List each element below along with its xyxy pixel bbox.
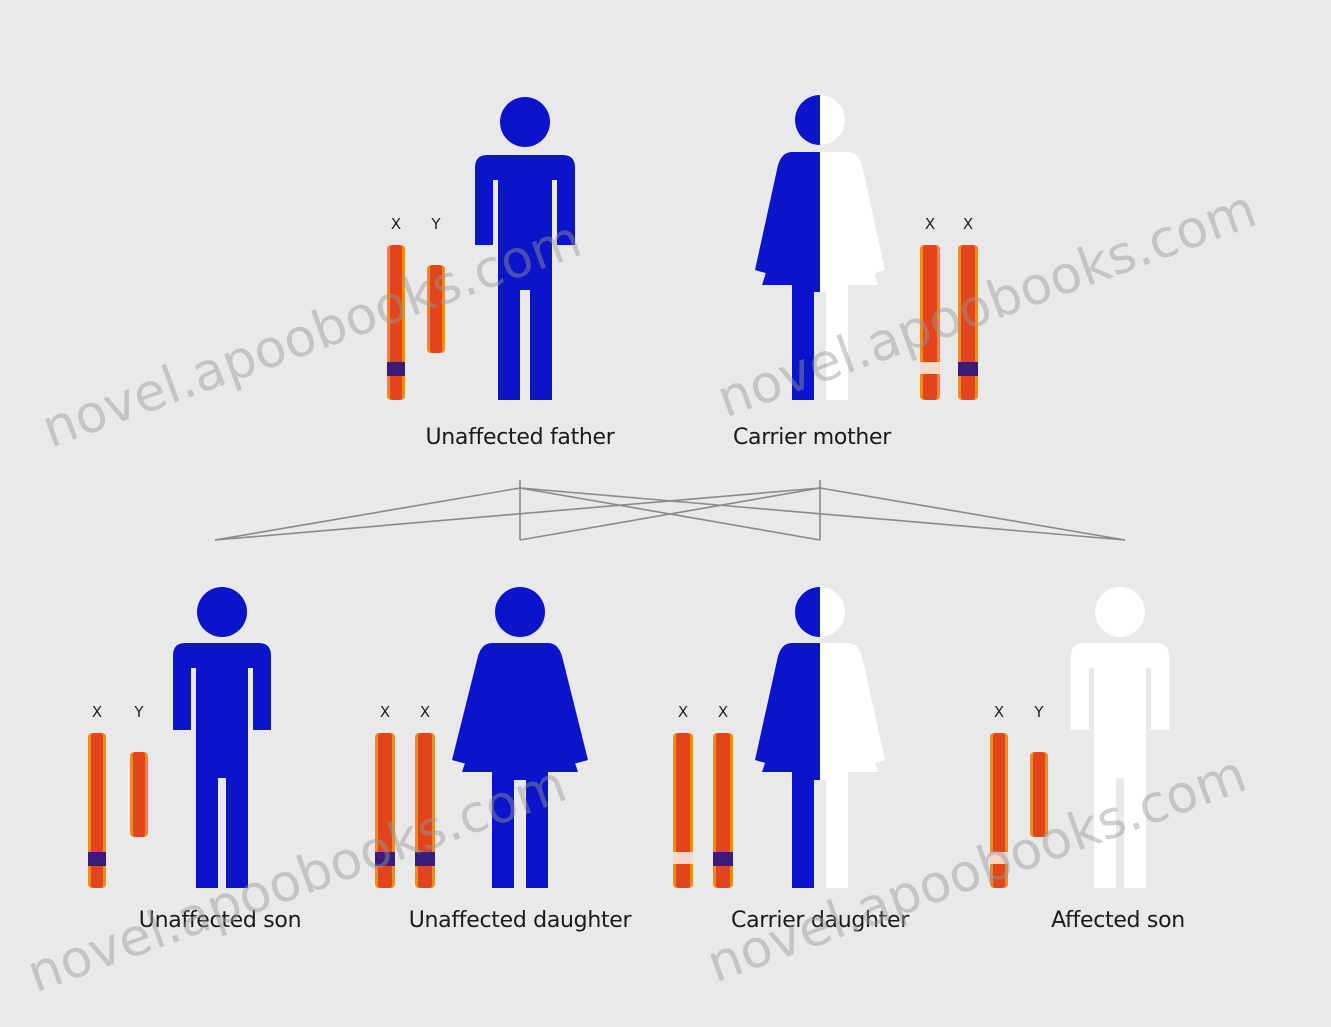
chromosome-letter-y: Y	[1034, 703, 1043, 721]
chromosome-marker	[375, 852, 395, 866]
chromosome-marker	[387, 362, 405, 376]
inheritance-lines	[215, 480, 1125, 540]
daughter2-figure	[755, 587, 885, 888]
son1-figure	[173, 587, 271, 888]
father-chromosomes	[387, 245, 445, 400]
chromosome-letter-x: X	[963, 215, 973, 233]
chromosome-letter-x: X	[925, 215, 935, 233]
son1-chromosomes	[88, 733, 148, 888]
son2-chromosomes	[990, 733, 1048, 888]
label-carrier-daughter: Carrier daughter	[731, 908, 909, 933]
chromosome-letter-x: X	[994, 703, 1004, 721]
daughter1-figure	[452, 587, 588, 888]
chromosome-marker	[415, 852, 435, 866]
label-unaffected-son: Unaffected son	[139, 908, 301, 933]
chromosome-mutation	[920, 362, 940, 374]
label-affected-son: Affected son	[1051, 908, 1185, 933]
chromosome-letter-x: X	[678, 703, 688, 721]
mother-chromosomes	[920, 245, 978, 400]
label-unaffected-father: Unaffected father	[425, 425, 614, 450]
mother-figure	[755, 95, 885, 400]
chromosome-mutation	[990, 852, 1008, 864]
chromosome-letter-x: X	[391, 215, 401, 233]
chromosome-marker	[88, 852, 106, 866]
daughter2-chromosomes	[673, 733, 733, 888]
chromosome-letter-x: X	[718, 703, 728, 721]
chromosome-letter-x: X	[420, 703, 430, 721]
father-figure	[475, 97, 575, 400]
chromosome-letter-x: X	[92, 703, 102, 721]
chromosome-letter-y: Y	[134, 703, 143, 721]
chromosome-marker	[713, 852, 733, 866]
label-unaffected-daughter: Unaffected daughter	[409, 908, 632, 933]
chromosome-mutation	[673, 852, 693, 864]
chromosome-marker	[958, 362, 978, 376]
daughter1-chromosomes	[375, 733, 435, 888]
chromosome-letter-y: Y	[431, 215, 440, 233]
label-carrier-mother: Carrier mother	[733, 425, 891, 450]
son2-figure	[1071, 587, 1169, 888]
chromosome-letter-x: X	[380, 703, 390, 721]
